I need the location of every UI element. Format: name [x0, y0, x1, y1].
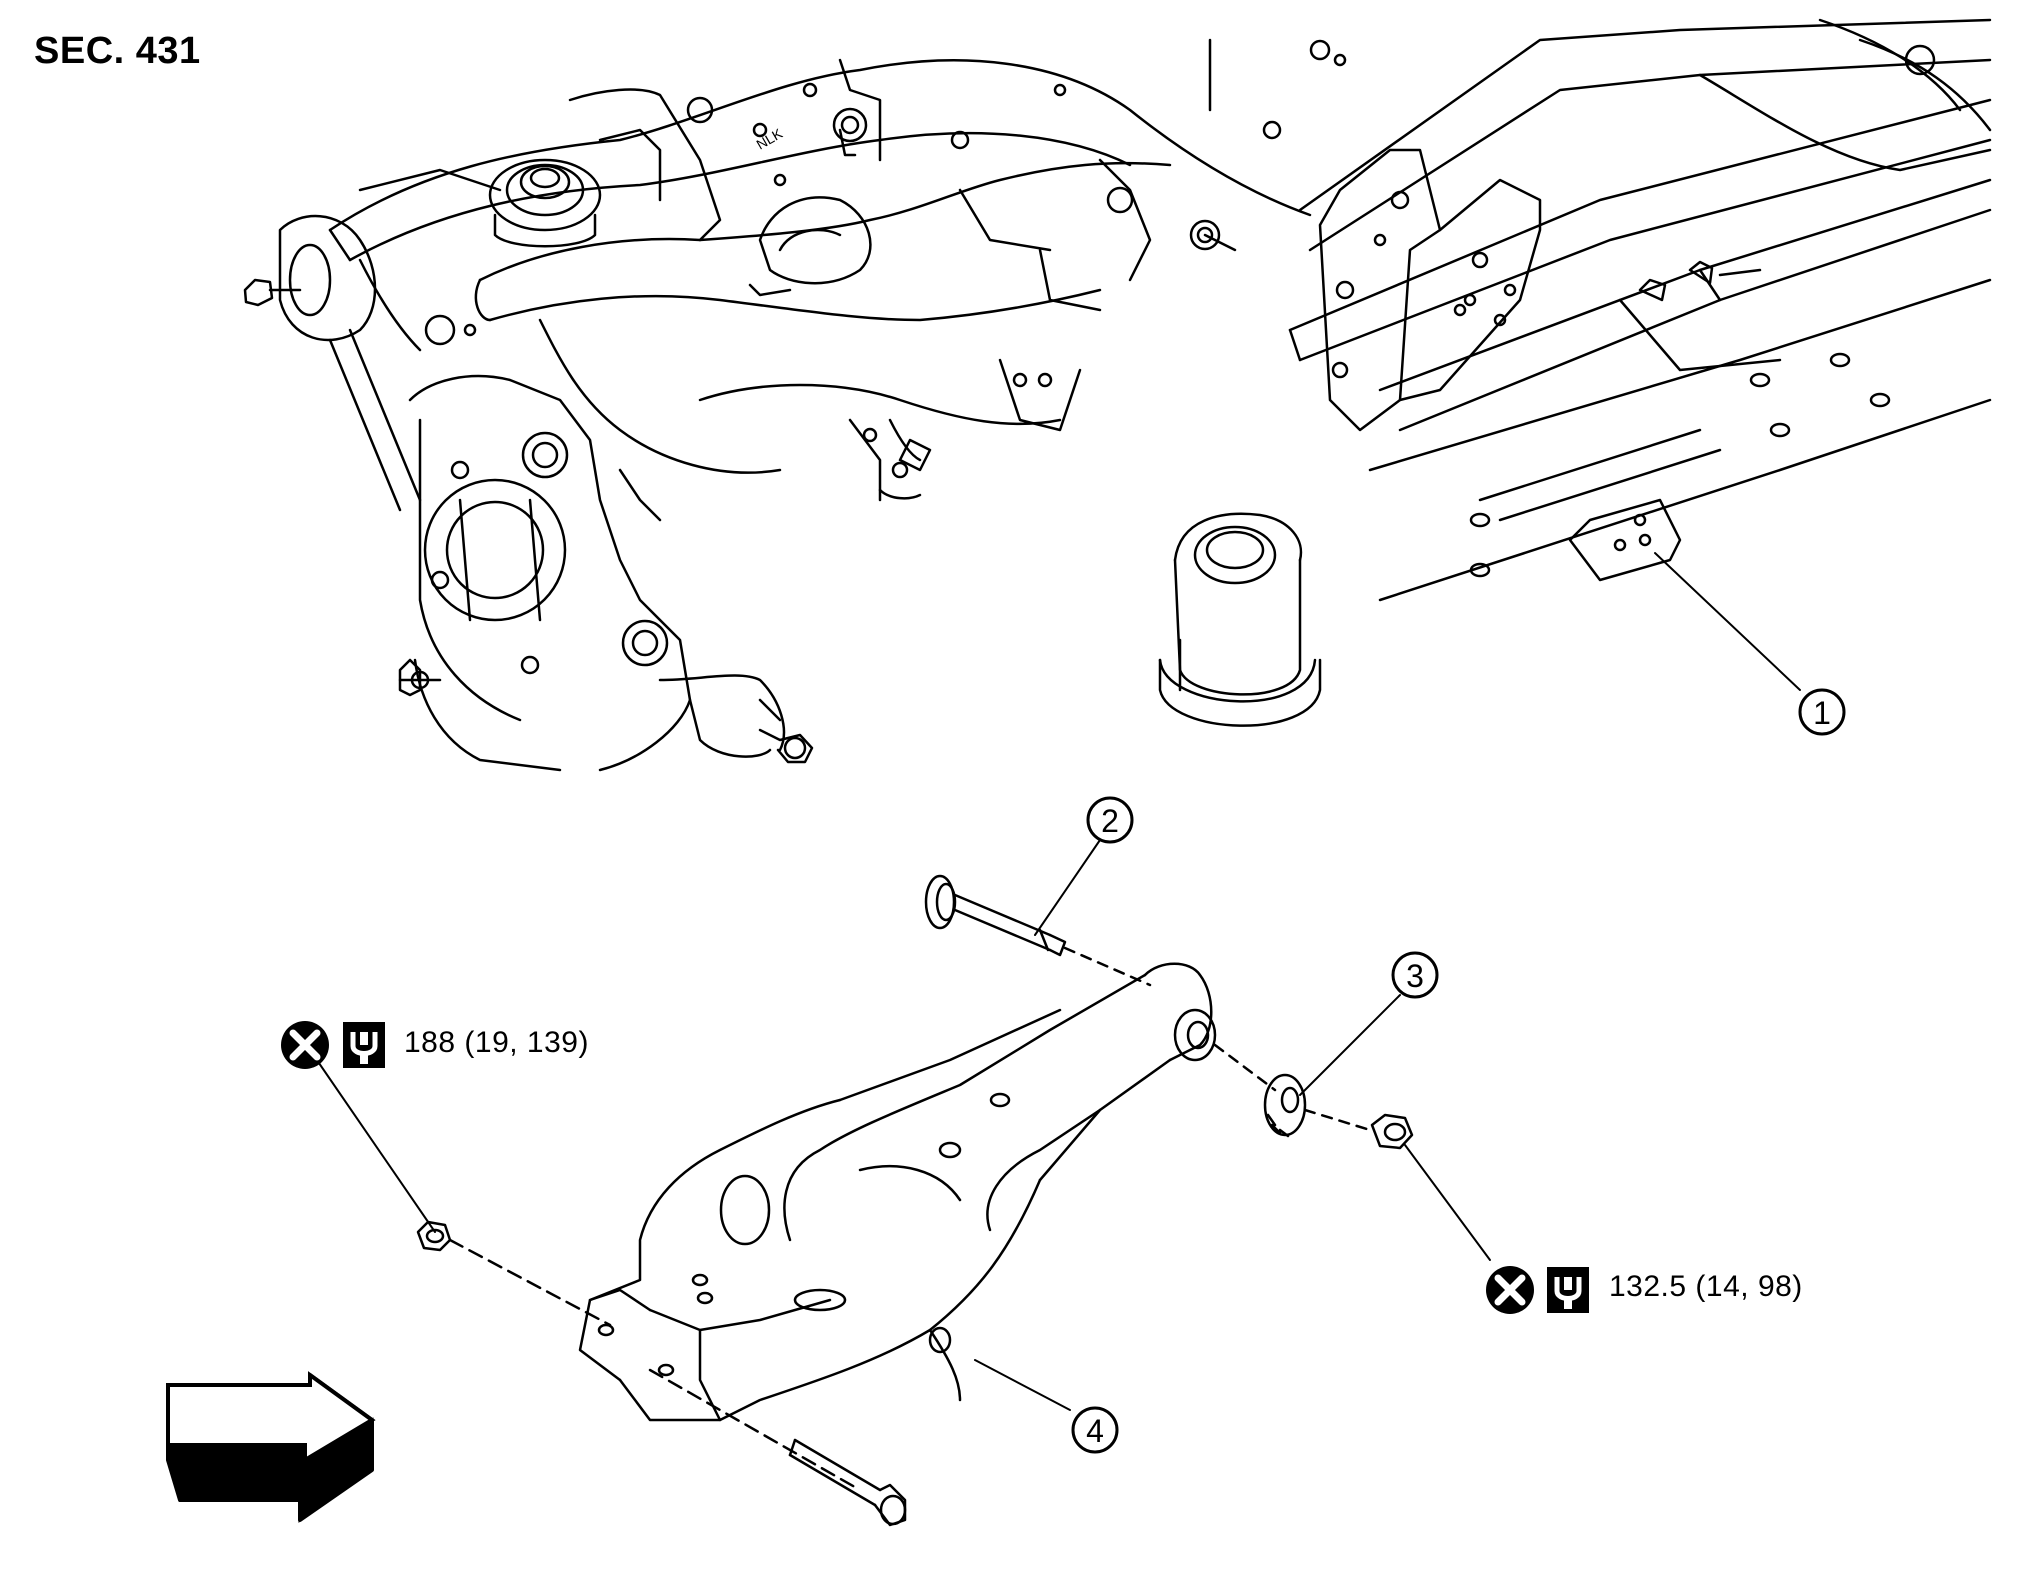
callout-4: 4 — [1071, 1406, 1119, 1454]
nut-inner — [1370, 1113, 1414, 1150]
callout-4-number: 4 — [1086, 1413, 1104, 1449]
nut-outer — [416, 1220, 452, 1252]
tightening-torque-icon — [1547, 1267, 1589, 1313]
torque-spec-outer: 188 (19, 139) — [404, 1026, 589, 1059]
torque-spec-inner: 132.5 (14, 98) — [1609, 1270, 1803, 1303]
callout-1: 1 — [1798, 688, 1846, 736]
arm-marking-text: NLK — [754, 125, 786, 153]
tightening-torque-icon — [343, 1022, 385, 1068]
lower-link — [578, 962, 1217, 1422]
callout-1-number: 1 — [1813, 695, 1831, 731]
callout-3: 3 — [1391, 951, 1439, 999]
suspension-member-assembly: NLK — [243, 18, 1992, 772]
do-not-reuse-icon — [1486, 1266, 1534, 1314]
lower-link-bolt — [788, 1438, 907, 1527]
callout-3-number: 3 — [1406, 958, 1424, 994]
front-direction-arrow-icon — [166, 1371, 376, 1523]
leader-lines — [309, 552, 1801, 1411]
section-label: SEC. 431 — [34, 30, 201, 72]
adjusting-washer — [1263, 1073, 1307, 1138]
callout-2-number: 2 — [1101, 803, 1119, 839]
callout-2: 2 — [1086, 796, 1134, 844]
adjusting-bolt — [924, 874, 1067, 957]
do-not-reuse-icon — [281, 1021, 329, 1069]
lower-link-exploded-group — [416, 874, 1414, 1527]
